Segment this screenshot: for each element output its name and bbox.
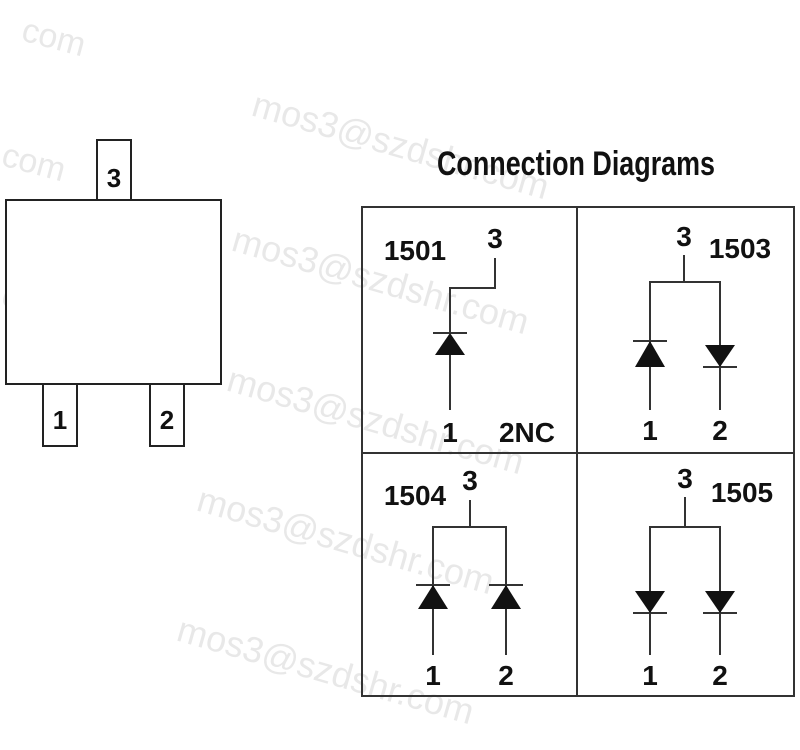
- pin-1-label: 1: [642, 660, 658, 691]
- pin-3-label: 3: [676, 221, 692, 252]
- diagram-1505: 3 1505 1 2: [633, 463, 773, 691]
- wiring: [633, 255, 737, 410]
- pin-3-label: 3: [487, 223, 503, 254]
- package-pin-2-label: 2: [160, 405, 174, 435]
- watermark-text: mos3@szdshr.com: [223, 358, 529, 482]
- diode-icon: [435, 333, 465, 355]
- pin-2-label: 2: [712, 660, 728, 691]
- package-pin-3: [96, 139, 132, 201]
- package-body: [5, 199, 222, 385]
- diagram-1504: 1504 3 1 2: [384, 465, 523, 691]
- diode-icon: [635, 591, 665, 613]
- pin-2-label: 2: [498, 660, 514, 691]
- package-pin-1: [42, 383, 78, 447]
- pin-1-label: 1: [425, 660, 441, 691]
- pin-2-label: 2: [712, 415, 728, 446]
- wiring: [633, 497, 737, 655]
- watermark-fragment: com: [0, 136, 70, 189]
- pin-3-label: 3: [677, 463, 693, 494]
- part-number-label: 1504: [384, 480, 447, 511]
- diagram-1503: 3 1503 1 2: [633, 221, 771, 446]
- diagram-1501: 1501 3 1 2NC: [384, 223, 555, 448]
- diagram-grid: [361, 206, 795, 697]
- pin-1-label: 1: [642, 415, 658, 446]
- diode-icon: [491, 585, 521, 609]
- part-number-label: 1501: [384, 235, 446, 266]
- package-pin-3-label: 3: [107, 163, 121, 193]
- pin-2nc-label: 2NC: [499, 417, 555, 448]
- diode-icon: [705, 591, 735, 613]
- diode-icon: [705, 345, 735, 367]
- connection-diagrams-title: Connection Diagrams: [437, 145, 715, 183]
- pin-1-label: 1: [442, 417, 458, 448]
- watermark-fragment: com: [18, 11, 90, 64]
- diode-icon: [418, 585, 448, 609]
- package-outline: [5, 139, 222, 447]
- pin-3-label: 3: [462, 465, 478, 496]
- diode-icon: [635, 341, 665, 367]
- package-pin-1-label: 1: [53, 405, 67, 435]
- part-number-label: 1503: [709, 233, 771, 264]
- watermark-text: mos3@szdshr.com: [193, 478, 499, 602]
- part-number-label: 1505: [711, 477, 773, 508]
